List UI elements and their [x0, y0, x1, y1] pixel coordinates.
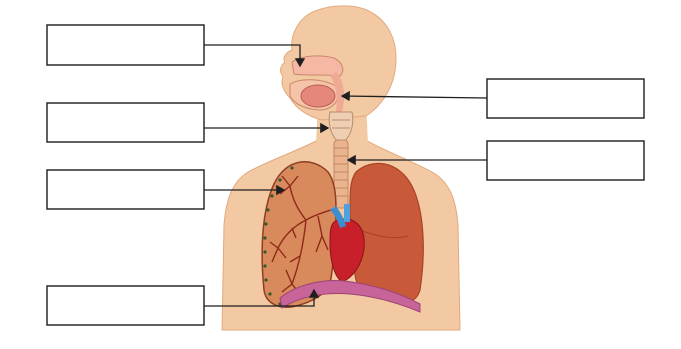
label-text-5: [487, 79, 644, 118]
label-text-3: [47, 170, 204, 209]
label-text-4: [47, 286, 204, 325]
label-text-2: [47, 103, 204, 142]
label-text-6: [487, 141, 644, 180]
label-text-1: [47, 25, 204, 65]
tongue: [301, 85, 335, 107]
larynx: [329, 112, 353, 140]
blood-vessel-blue-2: [344, 204, 350, 222]
